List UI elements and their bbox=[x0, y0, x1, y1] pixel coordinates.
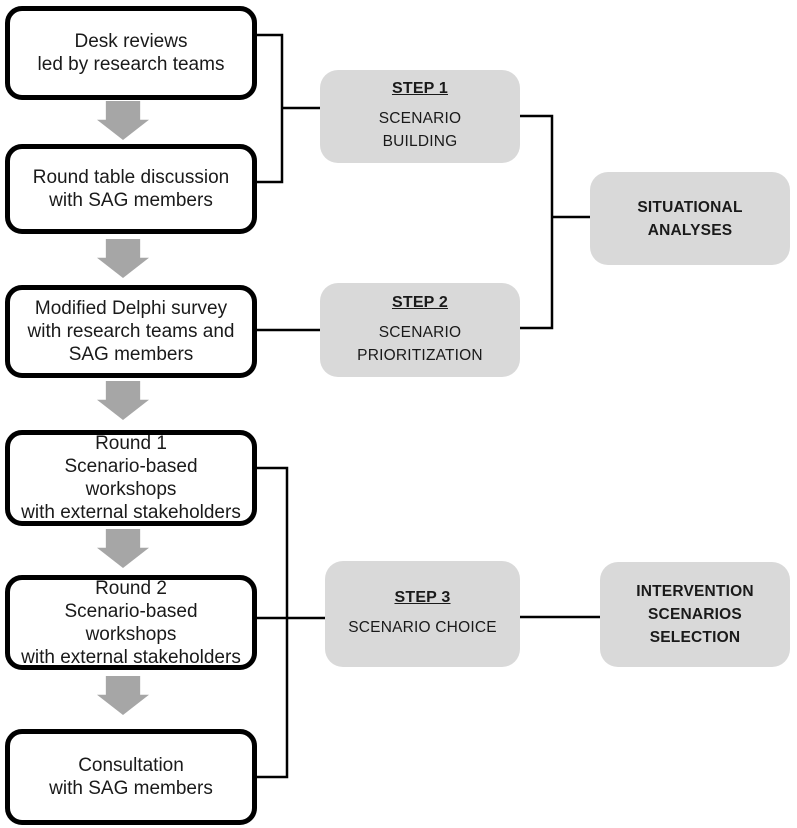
process-box-desk-reviews: Desk reviews led by research teams bbox=[5, 6, 257, 100]
step-box-3: STEP 3 SCENARIO CHOICE bbox=[325, 561, 520, 667]
outcome-box-situational-analyses: SITUATIONAL ANALYSES bbox=[590, 172, 790, 265]
process-box-round-table: Round table discussion with SAG members bbox=[5, 144, 257, 234]
step-1-label: SCENARIO BUILDING bbox=[378, 110, 462, 150]
step-2-label: SCENARIO PRIORITIZATION bbox=[357, 323, 483, 364]
step-3-title: STEP 3 bbox=[394, 589, 451, 606]
process-box-round2-workshops: Round 2 Scenario-based workshops with ex… bbox=[5, 575, 257, 670]
bracket-step1 bbox=[255, 33, 320, 184]
down-arrow-icon-2 bbox=[97, 239, 149, 278]
bracket-step3 bbox=[255, 466, 325, 779]
step-2-title: STEP 2 bbox=[391, 293, 449, 311]
step-box-1: STEP 1 SCENARIO BUILDING bbox=[320, 70, 520, 163]
step-3-label: SCENARIO CHOICE bbox=[348, 619, 497, 636]
process-box-consultation: Consultation with SAG members bbox=[5, 729, 257, 825]
step-1-title: STEP 1 bbox=[391, 80, 449, 97]
down-arrow-icon-3 bbox=[97, 381, 149, 420]
down-arrow-icon-5 bbox=[97, 676, 149, 715]
process-box-delphi-survey: Modified Delphi survey with research tea… bbox=[5, 285, 257, 378]
step-box-2: STEP 2 SCENARIO PRIORITIZATION bbox=[320, 283, 520, 377]
down-arrow-icon-4 bbox=[97, 529, 149, 568]
process-box-round1-workshops: Round 1 Scenario-based workshops with ex… bbox=[5, 430, 257, 526]
down-arrow-icon-1 bbox=[97, 101, 149, 140]
outcome-box-intervention-selection: INTERVENTION SCENARIOS SELECTION bbox=[600, 562, 790, 667]
bracket-situational bbox=[520, 114, 590, 330]
